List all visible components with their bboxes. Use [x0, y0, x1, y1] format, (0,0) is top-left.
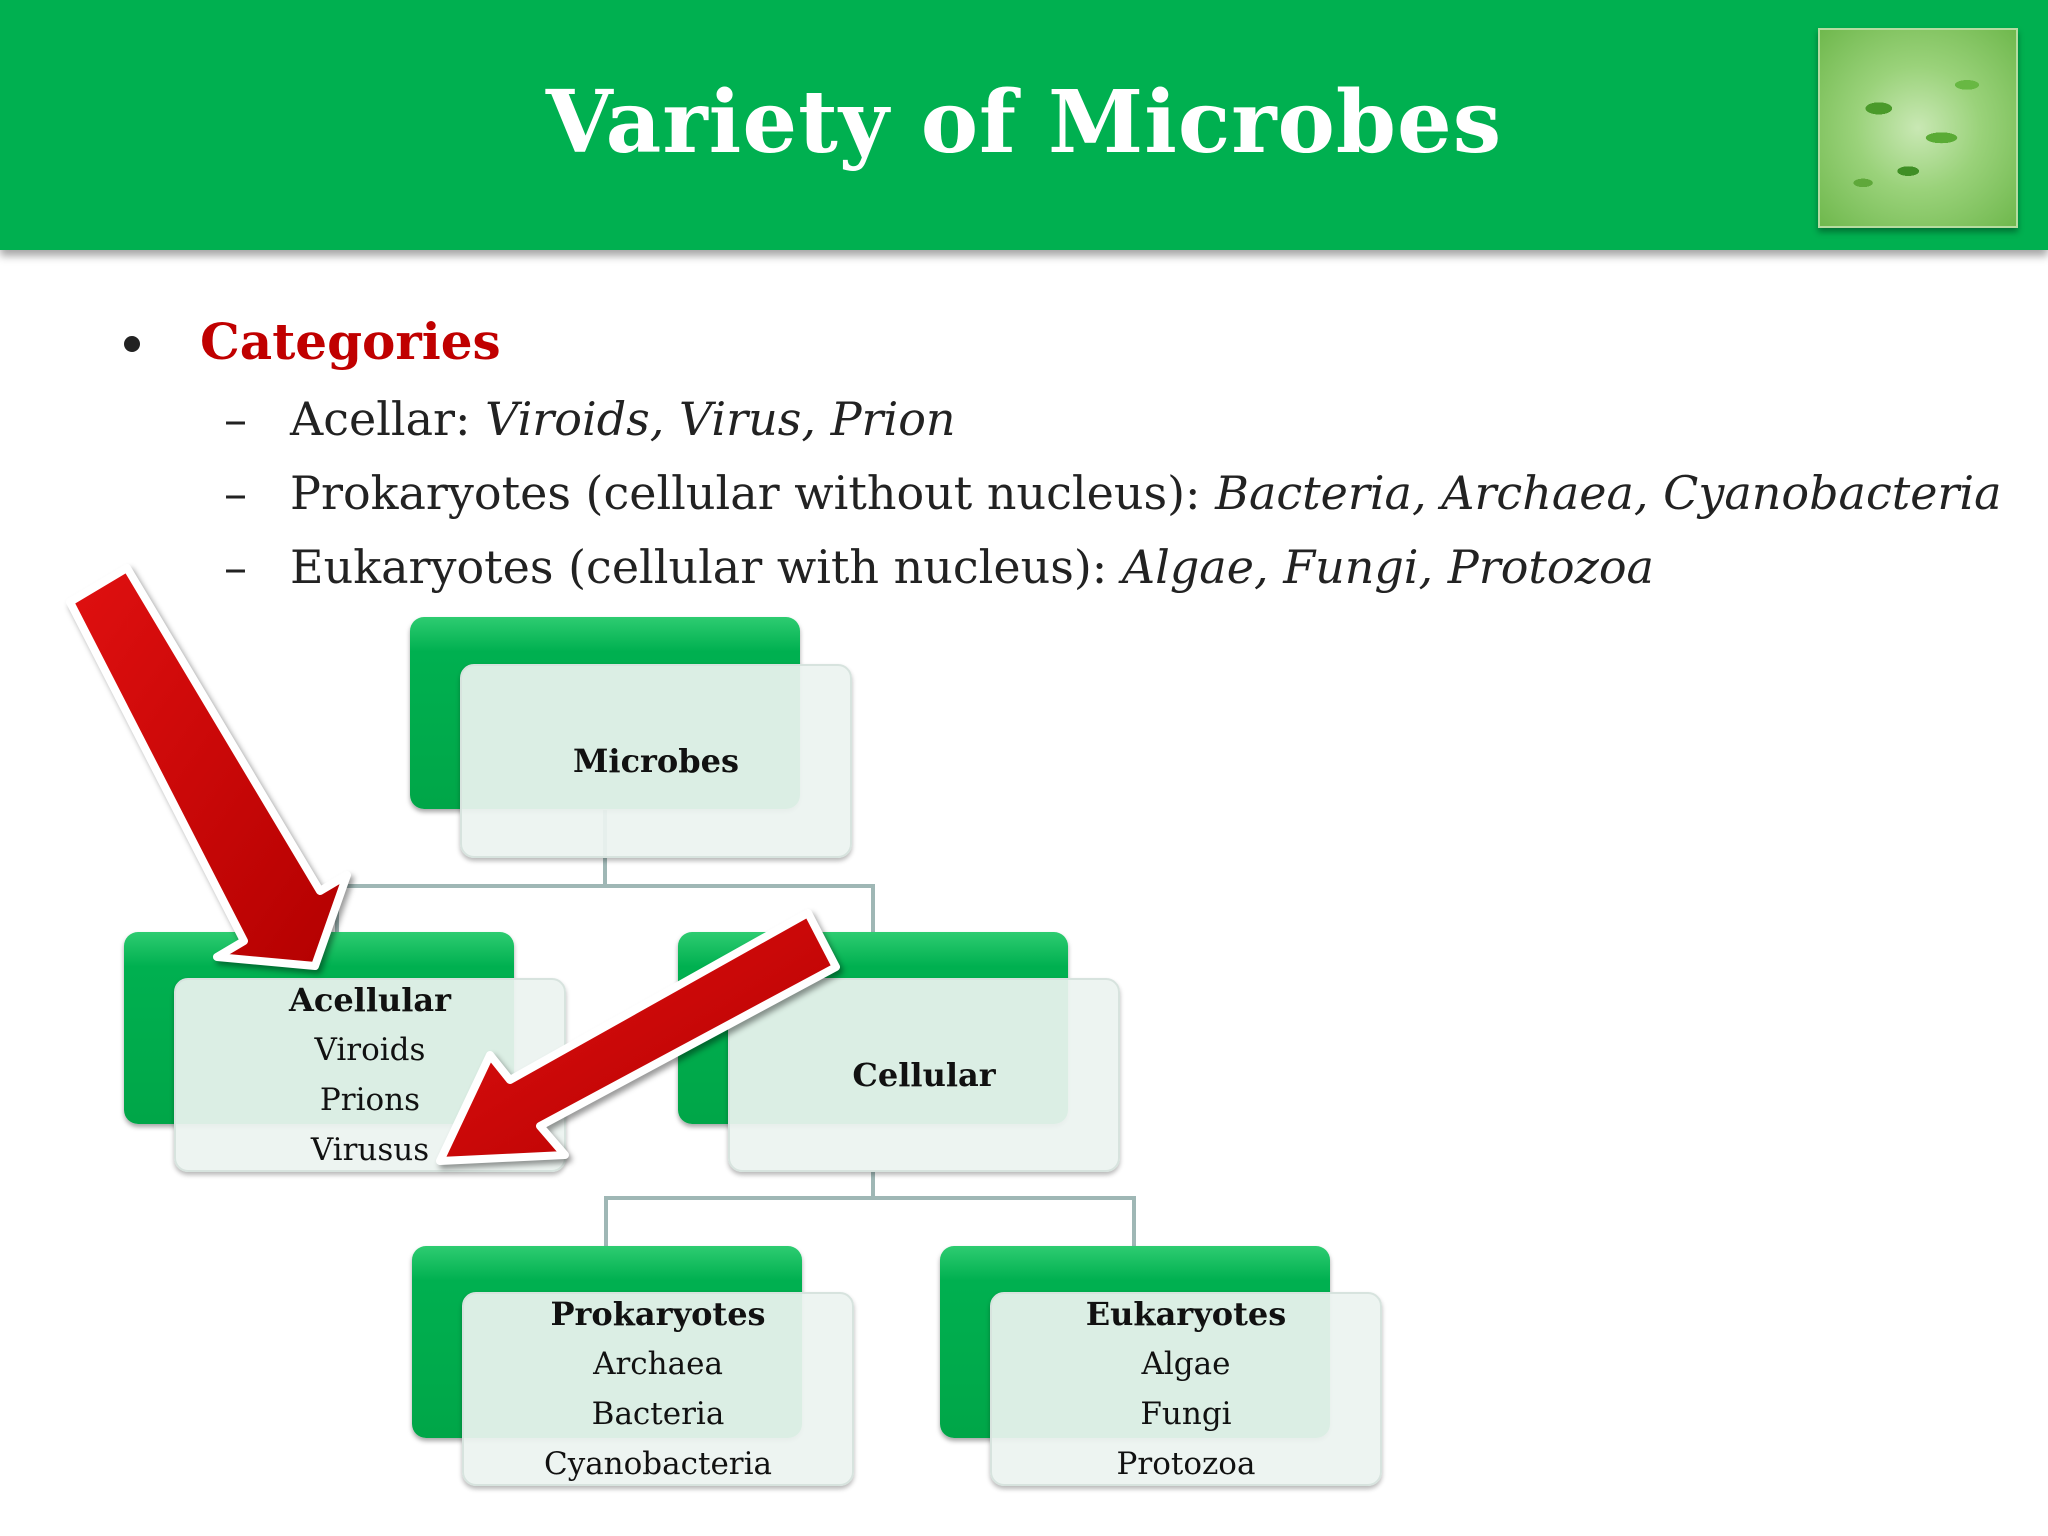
- connector-line: [335, 884, 875, 888]
- node-item: Prions: [319, 1082, 421, 1118]
- connector-line: [604, 1196, 608, 1248]
- node-title: Prokaryotes: [550, 1295, 766, 1333]
- node-item: Virusus: [310, 1132, 430, 1168]
- subitem-prefix: Prokaryotes (cellular without nucleus):: [290, 466, 1216, 520]
- microbe-photo-icon: [1818, 28, 2018, 228]
- node-title: Microbes: [572, 742, 739, 780]
- red-arrow-icon: [436, 909, 840, 1165]
- connector-line: [871, 884, 875, 934]
- slide-header: Variety of Microbes: [0, 0, 2048, 250]
- connector-line: [871, 1172, 875, 1198]
- subitem-examples: Bacteria, Archaea, Cyanobacteria: [1215, 466, 2002, 520]
- dash-icon: –: [224, 466, 247, 520]
- subitem-prokaryotes: Prokaryotes (cellular without nucleus): …: [290, 466, 2002, 520]
- subitem-eukaryotes: Eukaryotes (cellular with nucleus): Alga…: [290, 540, 1654, 594]
- node-item: Fungi: [1140, 1396, 1232, 1432]
- connector-line: [604, 1196, 1136, 1200]
- node-front: Prokaryotes Archaea Bacteria Cyanobacter…: [462, 1292, 854, 1486]
- node-front: Microbes: [460, 664, 852, 858]
- node-title: Cellular: [852, 1056, 996, 1094]
- dash-icon: –: [224, 392, 247, 446]
- connector-line: [1132, 1196, 1136, 1248]
- node-title: Acellular: [289, 981, 451, 1019]
- node-item: Protozoa: [1116, 1446, 1256, 1482]
- node-item: Bacteria: [591, 1396, 725, 1432]
- node-item: Algae: [1141, 1346, 1231, 1382]
- node-front: Cellular: [728, 978, 1120, 1172]
- bullet-dot-icon: [124, 336, 140, 352]
- subitem-acellular: Acellar: Viroids, Virus, Prion: [290, 392, 956, 446]
- subitem-examples: Viroids, Virus, Prion: [485, 392, 956, 446]
- red-arrow-icon: [66, 564, 351, 970]
- node-item: Cyanobacteria: [543, 1446, 773, 1482]
- subitem-prefix: Acellar:: [290, 392, 486, 446]
- subitem-examples: Algae, Fungi, Protozoa: [1121, 540, 1654, 594]
- node-front: Eukaryotes Algae Fungi Protozoa: [990, 1292, 1382, 1486]
- categories-label: Categories: [200, 312, 501, 371]
- subitem-prefix: Eukaryotes (cellular with nucleus):: [290, 540, 1122, 594]
- dash-icon: –: [224, 540, 247, 594]
- node-title: Eukaryotes: [1085, 1295, 1287, 1333]
- node-item: Viroids: [314, 1032, 426, 1068]
- slide-title: Variety of Microbes: [545, 72, 1503, 173]
- node-item: Archaea: [593, 1346, 723, 1382]
